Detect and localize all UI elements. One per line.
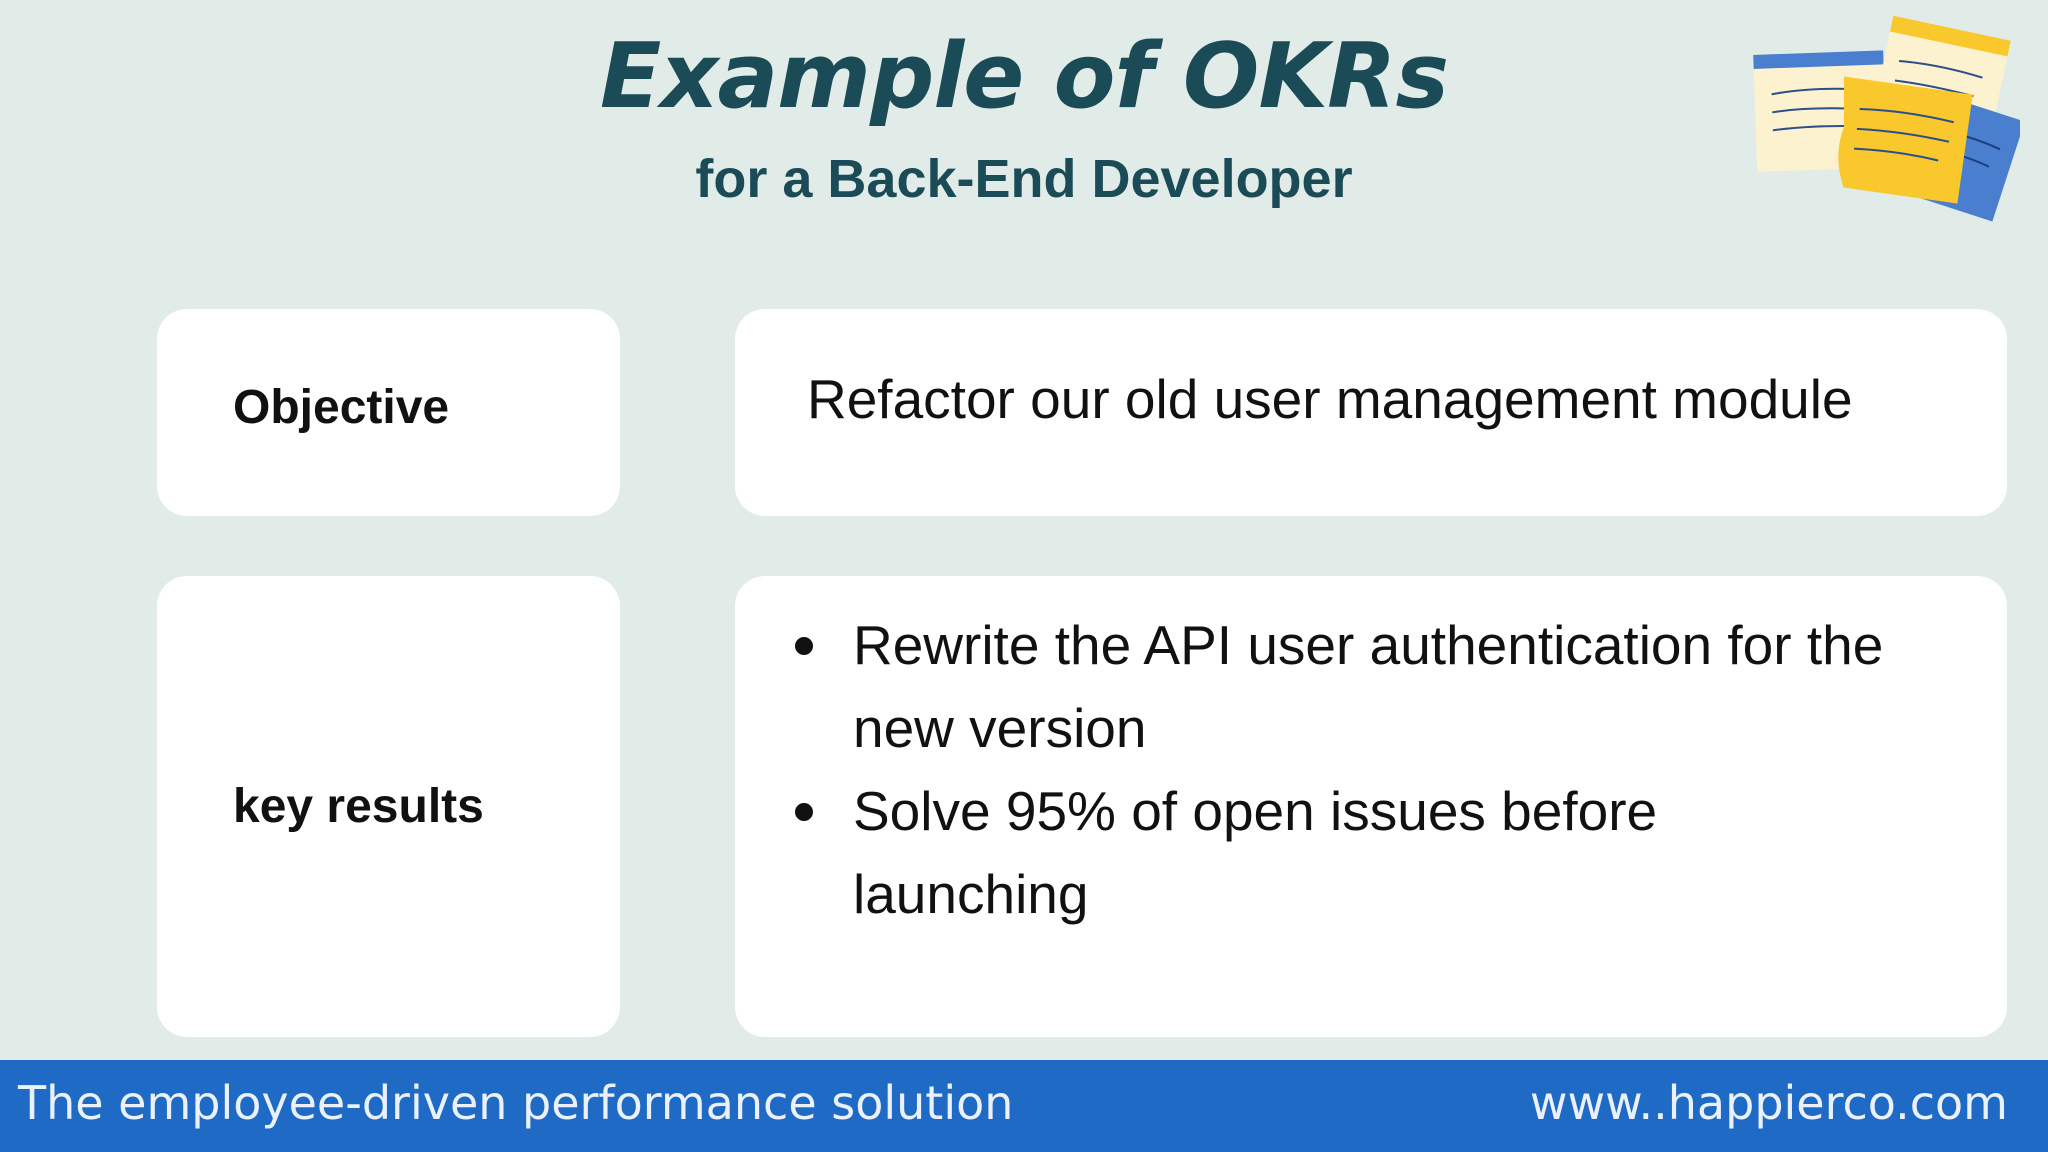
key-result-text: Rewrite the API user authentication for …: [853, 614, 1884, 759]
objective-text-card: Refactor our old user management module: [735, 309, 2007, 516]
footer-tagline: The employee-driven performance solution: [18, 1076, 1014, 1130]
bullet-icon: [795, 637, 813, 655]
list-item: Solve 95% of open issues before launchin…: [795, 770, 1893, 936]
key-results-label-card: key results: [157, 576, 620, 1037]
key-result-text: Solve 95% of open issues before launchin…: [853, 780, 1658, 925]
bullet-icon: [795, 803, 813, 821]
key-results-text-card: Rewrite the API user authentication for …: [735, 576, 2007, 1037]
key-results-list: Rewrite the API user authentication for …: [795, 604, 1967, 936]
objective-text: Refactor our old user management module: [807, 368, 1853, 430]
page-title: Example of OKRs: [599, 24, 1449, 129]
footer-website-link[interactable]: www..happierco.com: [1529, 1076, 2008, 1130]
objective-label: Objective: [233, 381, 450, 434]
sticky-notes-icon: [1753, 15, 2020, 222]
page-subtitle: for a Back-End Developer: [695, 149, 1353, 209]
footer-bar: The employee-driven performance solution…: [0, 1060, 2048, 1152]
objective-label-card: Objective: [157, 309, 620, 516]
key-results-label: key results: [233, 780, 484, 833]
list-item: Rewrite the API user authentication for …: [795, 604, 1893, 770]
